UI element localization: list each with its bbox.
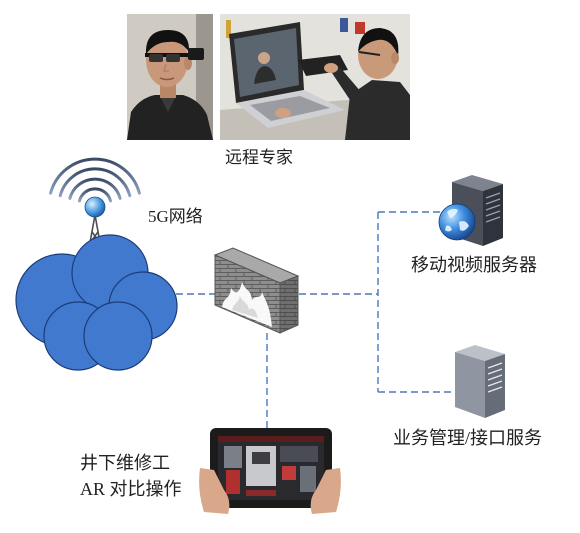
video-server-label: 移动视频服务器 <box>411 255 537 275</box>
connection-lines <box>176 211 452 428</box>
smart-glasses-icon <box>188 48 204 60</box>
web-server-icon <box>438 175 503 246</box>
tablet-icon <box>199 428 341 514</box>
right-hand <box>310 468 341 514</box>
network-label: 5G网络 <box>148 207 203 226</box>
expert-laptop-photo <box>220 14 410 140</box>
remote-expert-label: 远程专家 <box>225 148 293 167</box>
business-server-label: 业务管理/接口服务 <box>393 428 542 448</box>
field-worker-label: 井下维修工 <box>80 453 170 473</box>
server-icon <box>455 345 505 418</box>
network-cloud-icon <box>15 234 178 371</box>
expert-glasses-photo <box>127 14 213 140</box>
left-hand <box>199 468 230 514</box>
firewall-icon <box>213 247 300 334</box>
ar-compare-label: AR 对比操作 <box>80 479 182 499</box>
